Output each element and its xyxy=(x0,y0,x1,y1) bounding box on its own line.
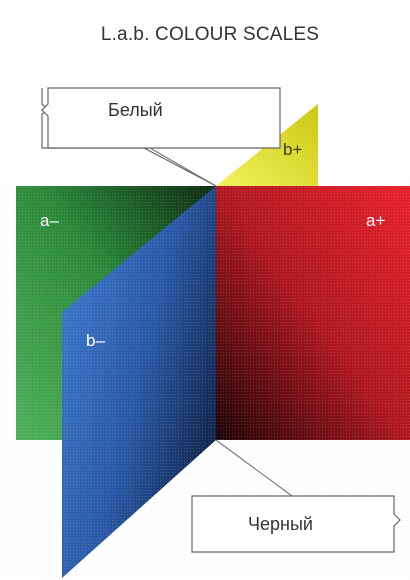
diagram-title: L.a.b. COLOUR SCALES xyxy=(101,24,319,45)
white-callout-leader-line xyxy=(149,147,217,187)
label-b-plus: b+ xyxy=(283,140,302,159)
black-callout-leader-line xyxy=(215,439,293,497)
label-a-plus: a+ xyxy=(366,211,385,230)
label-a-minus: a– xyxy=(40,211,59,230)
b-minus-plane xyxy=(62,186,216,578)
a-plus-plane xyxy=(216,186,410,440)
black-callout: Черный xyxy=(191,439,401,553)
black-callout-label: Черный xyxy=(248,514,313,534)
white-callout-label: Белый xyxy=(108,100,163,120)
label-b-minus: b– xyxy=(86,331,105,350)
white-callout: Белый xyxy=(41,87,281,187)
